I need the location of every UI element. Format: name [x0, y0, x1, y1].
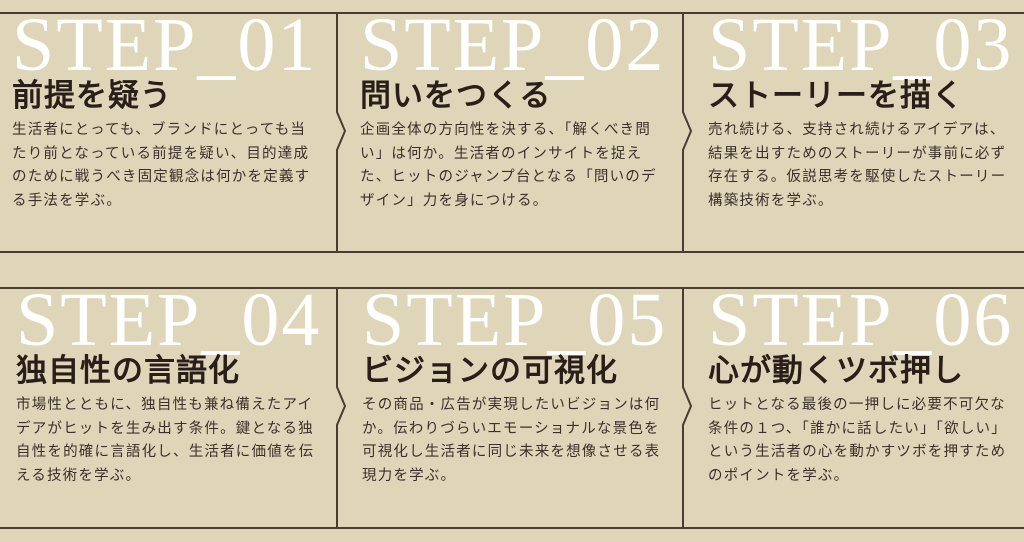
step-description: ヒットとなる最後の一押しに必要不可欠な条件の１つ、「誰かに話したい」「欲しい」と… — [708, 397, 1007, 484]
step-description: 企画全体の方向性を決する、「解くべき問い」は何か。生活者のインサイトを捉えた、ヒ… — [360, 122, 657, 209]
step-label: STEP_02 — [360, 3, 666, 87]
step-card-05: STEP_05 ビジョンの可視化 その商品・広告が実現したいビジョンは何か。伝わ… — [350, 278, 680, 526]
step-title: 独自性の言語化 — [16, 353, 240, 389]
chevron-divider — [336, 13, 347, 252]
step-label: STEP_03 — [708, 3, 1014, 87]
step-description: 売れ続ける、支持され続けるアイデアは、結果を出すためのストーリーが事前に必ず存在… — [708, 122, 1007, 209]
step-title: ストーリーを描く — [708, 78, 964, 114]
step-label: STEP_05 — [362, 278, 668, 362]
step-title: 問いをつくる — [360, 78, 552, 114]
step-label: STEP_06 — [708, 278, 1014, 362]
step-card-04: STEP_04 独自性の言語化 市場性とともに、独自性も兼ね備えたアイデアがヒッ… — [4, 278, 334, 526]
step-description: その商品・広告が実現したいビジョンは何か。伝わりづらいエモーショナルな景色を可視… — [362, 397, 661, 484]
step-description: 生活者にとっても、ブランドにとっても当たり前となっている前提を疑い、目的達成のた… — [12, 122, 311, 209]
step-card-06: STEP_06 心が動くツボ押し ヒットとなる最後の一押しに必要不可欠な条件の１… — [696, 278, 1024, 526]
step-title: 前提を疑う — [12, 78, 172, 114]
step-card-02: STEP_02 問いをつくる 企画全体の方向性を決する、「解くべき問い」は何か。… — [348, 3, 678, 251]
step-label: STEP_04 — [16, 278, 322, 362]
step-title: ビジョンの可視化 — [362, 353, 618, 389]
chevron-divider — [336, 288, 347, 528]
step-description: 市場性とともに、独自性も兼ね備えたアイデアがヒットを生み出す条件。鍵となる独自性… — [16, 397, 315, 484]
chevron-divider — [682, 288, 693, 528]
step-label: STEP_01 — [12, 3, 318, 87]
chevron-divider — [682, 13, 693, 252]
step-card-01: STEP_01 前提を疑う 生活者にとっても、ブランドにとっても当たり前となって… — [0, 3, 330, 251]
step-card-03: STEP_03 ストーリーを描く 売れ続ける、支持され続けるアイデアは、結果を出… — [696, 3, 1024, 251]
step-title: 心が動くツボ押し — [708, 353, 964, 389]
